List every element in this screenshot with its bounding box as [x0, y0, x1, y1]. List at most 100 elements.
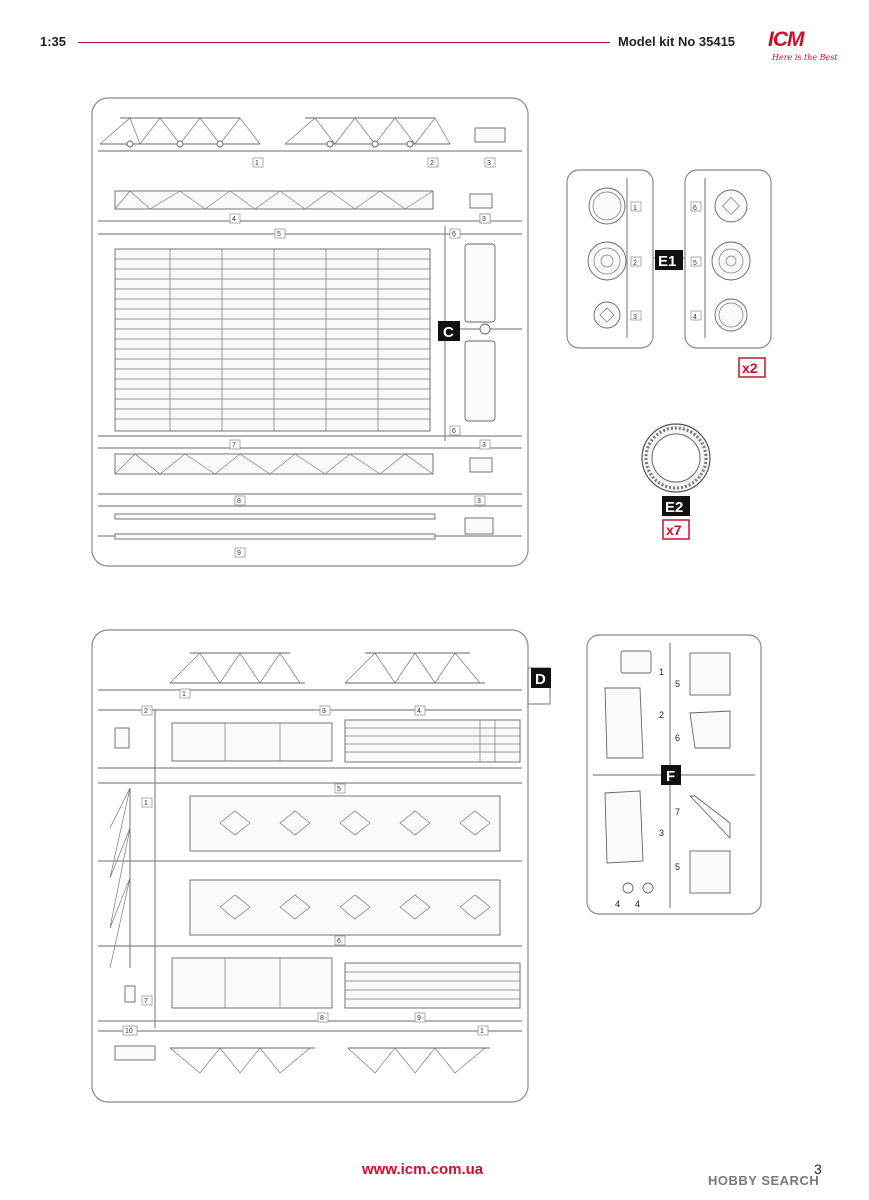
footer-url[interactable]: www.icm.com.ua [362, 1161, 484, 1178]
sprue-e2-label-box [662, 496, 690, 516]
num-tag: 3 [482, 442, 486, 449]
num-tag: 4 [232, 216, 236, 223]
sprue-d-part-numbers: 1 2 3 4 1 5 6 7 8 9 10 1 [122, 688, 489, 1036]
num-tag: 6 [675, 733, 680, 743]
truss-d1-right [344, 652, 485, 684]
num-tag: 8 [320, 1015, 324, 1022]
sprue-f-frame [586, 634, 762, 915]
sprue-e1: 1 2 3 6 5 4 E1 [566, 169, 772, 349]
num-tag: 4 [693, 314, 697, 321]
wheel-hub-e1-6 [714, 189, 748, 223]
num-tag: 2 [144, 708, 148, 715]
truss-d1-bottom-right [347, 1047, 490, 1074]
ribbed-panel-part-5 [114, 248, 431, 432]
sprue-f-label: F [666, 768, 675, 785]
num-tag: 6 [452, 428, 456, 435]
num-tag: 3 [487, 160, 491, 167]
door-part-6-lower [464, 340, 496, 422]
num-tag: 5 [277, 231, 281, 238]
part-c3-mid [469, 193, 493, 209]
panel-row-d5-b [189, 879, 501, 936]
rod-part-8 [114, 513, 436, 520]
sprue-e2-label: E2 [665, 499, 683, 516]
truss-d1-bottom-left [169, 1047, 315, 1074]
wheel-hub-e1-5 [711, 241, 751, 281]
num-tag: 3 [659, 828, 664, 838]
wheel-rim-e1-4 [714, 298, 748, 332]
sprue-e1-label-box [655, 250, 683, 270]
truss-part-1 [99, 117, 261, 148]
num-tag: 9 [237, 550, 241, 557]
watermark: HOBBY SEARCH [708, 1173, 819, 1188]
part-f5-bottom [689, 850, 731, 894]
sprue-f: 1 5 2 6 7 3 5 4 4 F [586, 634, 762, 915]
tire-e2 [641, 423, 711, 493]
num-tag: 10 [125, 1028, 133, 1035]
num-tag: 3 [633, 314, 637, 321]
num-tag: 1 [480, 1028, 484, 1035]
num-tag: 5 [337, 786, 341, 793]
wheel-hub-e1-3 [593, 301, 621, 329]
num-tag: 1 [633, 205, 637, 212]
logo-wordmark: ICM [768, 28, 804, 51]
truss-part-7 [114, 453, 434, 475]
num-tag: 6 [337, 938, 341, 945]
sprue-d-label: D [535, 671, 546, 688]
logo-tagline: Here is the Best [772, 53, 838, 62]
sprue-c-frame [91, 97, 529, 567]
num-tag: 4 [635, 899, 640, 909]
part-d7 [124, 985, 136, 1003]
num-tag: 1 [659, 667, 664, 677]
part-f-top-small [620, 650, 652, 674]
part-d2 [114, 727, 130, 749]
sprue-e2: E2 x7 [641, 423, 711, 540]
e2-quantity: x7 [666, 522, 682, 538]
sprue-e1-right-frame [684, 169, 772, 349]
e2-quantity-box [662, 519, 690, 540]
page-number: 3 [814, 1161, 822, 1177]
truss-part-4 [114, 190, 434, 210]
ribbed-panel-d4 [344, 719, 521, 763]
part-c3-lower [469, 457, 493, 473]
part-d10 [114, 1045, 156, 1061]
num-tag: 6 [452, 231, 456, 238]
num-tag: 3 [477, 498, 481, 505]
num-tag: 4 [417, 708, 421, 715]
num-tag: 5 [675, 862, 680, 872]
part-f4-left [622, 882, 634, 894]
part-f3 [604, 790, 644, 864]
rod-part-9 [114, 533, 436, 540]
sprue-e1-left-frame [566, 169, 654, 349]
part-f2 [604, 687, 644, 759]
num-tag: 7 [675, 807, 680, 817]
scale-label: 1:35 [40, 34, 67, 49]
truss-d1-left [169, 652, 305, 684]
part-f5-top [689, 652, 731, 696]
panel-row-d5 [189, 795, 501, 852]
num-tag: 3 [322, 708, 326, 715]
num-tag: 5 [675, 679, 680, 689]
num-tag: 2 [659, 710, 664, 720]
sprue-f-part-numbers: 1 5 2 6 7 3 5 4 4 [615, 667, 680, 909]
e1-quantity: x2 [742, 360, 758, 376]
part-f4-right [642, 882, 654, 894]
num-tag: 7 [232, 442, 236, 449]
sprue-d-label-box [531, 668, 551, 688]
num-tag: 1 [182, 691, 186, 698]
wheel-hub-e1-2 [587, 241, 627, 281]
sprue-d: 1 2 3 4 1 5 6 7 8 9 10 1 D [91, 629, 551, 1103]
sprue-d-frame [91, 629, 529, 1103]
num-tag: 6 [693, 205, 697, 212]
num-tag: 8 [237, 498, 241, 505]
kit-title: Model kit No 35415 [618, 34, 736, 49]
num-tag: 7 [144, 998, 148, 1005]
num-tag: 5 [693, 260, 697, 267]
num-tag: 3 [482, 216, 486, 223]
sprue-c-label: C [443, 324, 454, 341]
icm-logo: ICM Here is the Best [760, 28, 838, 68]
sprue-c-label-box [438, 321, 460, 341]
watermark-text: HOBBY SEARCH [708, 1173, 820, 1188]
sprue-f-label-box [661, 765, 681, 785]
wheel-rim-e1-1 [588, 187, 626, 225]
frame-part-d3 [171, 722, 333, 762]
